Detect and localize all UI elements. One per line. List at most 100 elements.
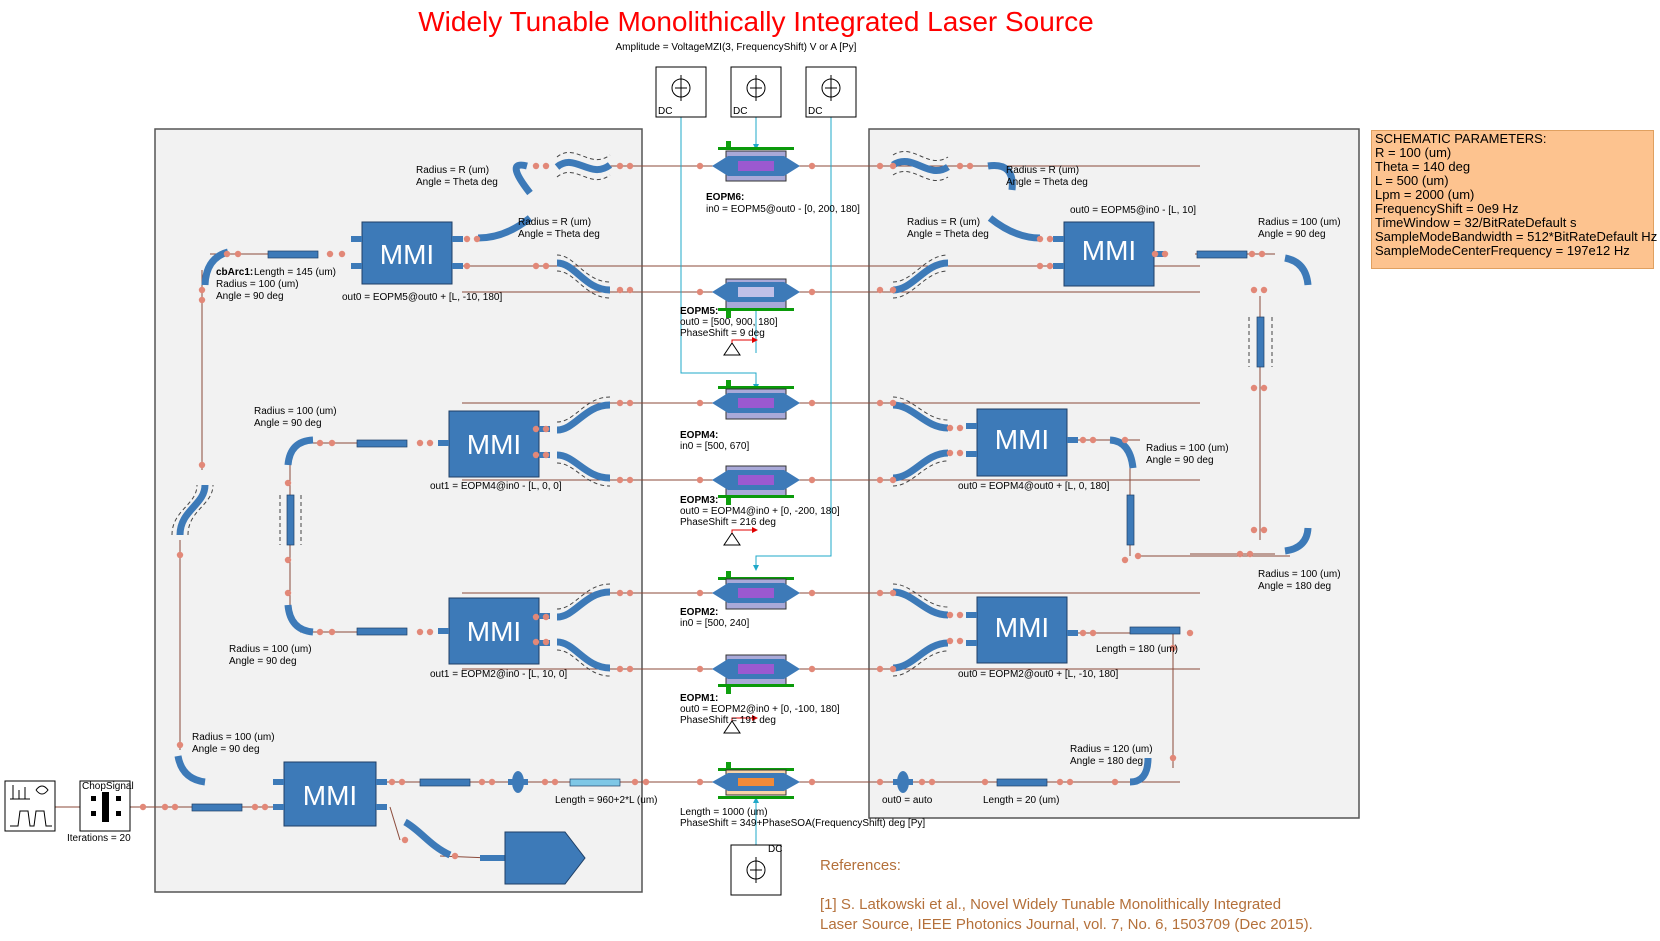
parameter-item: SampleModeCenterFrequency = 197e12 Hz <box>1375 243 1630 258</box>
svg-text:MMI: MMI <box>467 616 521 647</box>
connection-dot <box>946 611 954 619</box>
label-soa-length: Length = 1000 (um) <box>680 807 768 818</box>
label-top-right-arc2-angle: Angle = Theta deg <box>907 229 989 240</box>
connection-dot <box>889 665 897 673</box>
connection-dot <box>198 296 206 304</box>
mmi-top-left: MMI <box>351 221 463 285</box>
connection-dot <box>532 638 540 646</box>
analyzer-block <box>4 780 56 832</box>
svg-text:MMI: MMI <box>995 612 1049 643</box>
connection-dot <box>1134 552 1142 560</box>
label-mid-left-arc-radius: Radius = 100 (um) <box>254 406 337 417</box>
connection-dot <box>463 262 471 270</box>
label-eopm1-line2: PhaseShift = 191 deg <box>680 715 776 726</box>
connection-dot <box>956 611 964 619</box>
connection-dot <box>808 399 816 407</box>
connection-dot <box>1169 644 1177 652</box>
eopm5-modulator <box>712 278 800 318</box>
connection-dot <box>1250 286 1258 294</box>
connection-dot <box>956 449 964 457</box>
connection-dot <box>542 425 550 433</box>
connection-dot <box>616 162 624 170</box>
label-cbarc1-name: cbArc1: <box>216 267 253 278</box>
label-top-right-arc2-radius: Radius = R (um) <box>907 217 980 228</box>
connection-dot <box>1111 778 1119 786</box>
connection-dot <box>542 613 550 621</box>
connection-dot <box>1260 384 1268 392</box>
label-eopm5-name: EOPM5: <box>680 306 718 317</box>
connection-dot <box>171 803 179 811</box>
diagram-title: Widely Tunable Monolithically Integrated… <box>418 6 1093 37</box>
eopm4-modulator <box>712 380 800 420</box>
dashed-guides <box>171 151 1273 677</box>
output-coupler <box>480 831 586 885</box>
svg-text:MMI: MMI <box>303 780 357 811</box>
connection-dot <box>416 628 424 636</box>
connection-dot <box>626 162 634 170</box>
label-length-20: Length = 20 (um) <box>983 795 1059 806</box>
iterations-label: Iterations = 20 <box>67 833 131 844</box>
arc-bends <box>174 161 1312 786</box>
label-right-corner-radius: Radius = 100 (um) <box>1258 569 1341 580</box>
eopm6-modulator <box>712 141 800 182</box>
connection-dot <box>956 424 964 432</box>
connection-dot <box>1161 250 1169 258</box>
connection-dot <box>223 250 231 258</box>
connection-dot <box>876 665 884 673</box>
connection-dot <box>532 451 540 459</box>
connection-dot <box>1258 250 1266 258</box>
connection-dot <box>251 803 259 811</box>
connection-dot <box>338 250 346 258</box>
connection-dot <box>616 665 624 673</box>
label-eopm1-name: EOPM1: <box>680 693 718 704</box>
connection-dot <box>1260 526 1268 534</box>
label-mid-right-arc-radius: Radius = 100 (um) <box>1146 443 1229 454</box>
label-mmi-low-right: out0 = EOPM2@out0 + [L, -10, 180] <box>958 669 1118 680</box>
connection-dot <box>542 262 550 270</box>
svg-text:MMI: MMI <box>467 429 521 460</box>
connection-dot <box>426 628 434 636</box>
connection-dot <box>284 589 292 597</box>
mmi-bottom-left: MMI <box>273 761 387 827</box>
eopm3-modulator <box>712 465 800 505</box>
connection-dot <box>696 589 704 597</box>
connection-dot <box>139 803 147 811</box>
connection-dot <box>808 476 816 484</box>
label-mmi-mid-left: out1 = EOPM4@in0 - [L, 0, 0] <box>430 481 562 492</box>
connection-dot <box>626 476 634 484</box>
connection-dot <box>473 235 481 243</box>
parameter-item: FrequencyShift = 0e9 Hz <box>1375 201 1519 216</box>
connection-dot <box>1056 778 1064 786</box>
mmi-mid-right: MMI <box>966 408 1078 477</box>
svg-text:DC: DC <box>808 106 822 117</box>
connection-dot <box>551 778 559 786</box>
mmi-low-right: MMI <box>966 596 1078 664</box>
parameters-heading: SCHEMATIC PARAMETERS: <box>1375 131 1547 146</box>
connection-dot <box>542 451 550 459</box>
connection-dot <box>1250 384 1258 392</box>
label-mmi-top-right: out0 = EOPM5@in0 - [L, 10] <box>1070 205 1196 216</box>
label-top-left-arc-radius: Radius = R (um) <box>416 165 489 176</box>
connection-dot <box>1079 436 1087 444</box>
label-length-180: Length = 180 (um) <box>1096 644 1178 655</box>
connection-dot <box>928 778 936 786</box>
connection-dot <box>542 638 550 646</box>
label-out0-auto: out0 = auto <box>882 795 933 806</box>
connection-dot <box>616 286 624 294</box>
connection-dot <box>176 741 184 749</box>
connection-dot <box>616 476 624 484</box>
connection-dot <box>532 613 540 621</box>
connection-dot <box>1248 250 1256 258</box>
label-top-right-corner-angle: Angle = 90 deg <box>1258 229 1326 240</box>
connection-dot <box>1169 754 1177 762</box>
label-eopm6-line1: in0 = EOPM5@out0 - [0, 200, 180] <box>706 204 860 215</box>
connection-dot <box>981 778 989 786</box>
connection-dot <box>1089 436 1097 444</box>
connection-dot <box>451 852 459 860</box>
connection-dot <box>284 556 292 564</box>
label-top-right-arc-angle: Angle = Theta deg <box>1006 177 1088 188</box>
connection-dot <box>176 551 184 559</box>
connection-dot <box>876 286 884 294</box>
connection-dot <box>234 250 242 258</box>
connection-dot <box>626 399 634 407</box>
